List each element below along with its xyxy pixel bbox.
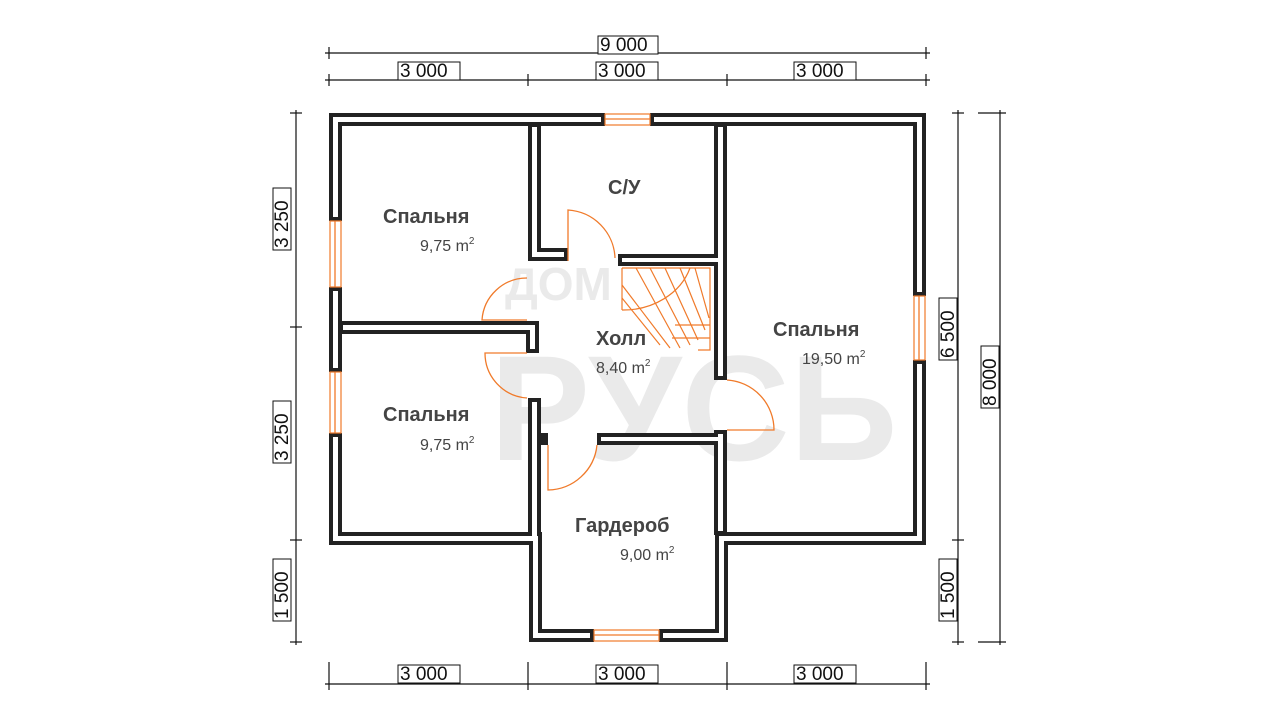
dimension-label: 3 250: [272, 200, 293, 248]
dimension-label: 3 000: [796, 61, 844, 82]
room-bedroom-right: Спальня 19,50 m2: [773, 319, 866, 368]
room-wardrobe: Гардероб 9,00 m2: [575, 515, 675, 564]
room-area: 19,50 m2: [802, 349, 866, 368]
watermark-line2: РУСЬ: [490, 324, 898, 492]
door-bathroom: [567, 209, 616, 261]
room-area: 8,40 m2: [596, 358, 651, 377]
dimension-label: 3 000: [598, 61, 646, 82]
door-bedroom-bottom-left: [484, 352, 528, 399]
room-area: 9,75 m2: [420, 236, 475, 255]
dimension-label: 3 000: [400, 61, 448, 82]
dimension-label: 6 500: [938, 310, 959, 358]
dimension-label: 1 500: [938, 571, 959, 619]
dimension-label: 8 000: [980, 358, 1001, 406]
room-name: Спальня: [773, 319, 859, 341]
doors: [481, 209, 775, 491]
room-name: Спальня: [383, 206, 469, 228]
dimension-bottom-segments: 3 000 3 000 3 000: [325, 662, 930, 690]
room-name: Холл: [596, 328, 646, 350]
dimension-label: 3 250: [272, 413, 293, 461]
room-bathroom: С/У: [608, 177, 641, 199]
room-name: Спальня: [383, 404, 469, 426]
dimension-label: 3 000: [400, 664, 448, 685]
dimension-top-segments: 3 000 3 000 3 000: [325, 61, 930, 86]
windows: [329, 113, 926, 642]
room-hall: Холл 8,40 m2: [596, 328, 651, 377]
dimension-label: 9 000: [600, 35, 648, 56]
watermark: ДОМ РУСЬ: [490, 258, 898, 492]
staircase: [621, 267, 711, 351]
room-name: Гардероб: [575, 515, 670, 537]
dimension-top-total: 9 000: [325, 35, 930, 59]
dimension-label: 1 500: [272, 571, 293, 619]
dimension-label: 3 000: [598, 664, 646, 685]
room-area: 9,75 m2: [420, 435, 475, 454]
watermark-line1: ДОМ: [505, 258, 612, 310]
room-bedroom-bottom-left: Спальня 9,75 m2: [383, 404, 475, 454]
dimension-right-inner: 6 500 1 500: [938, 110, 964, 645]
door-bedroom-right: [726, 379, 775, 431]
room-bedroom-top-left: Спальня 9,75 m2: [383, 206, 475, 255]
dimension-left-segments: 3 250 3 250 1 500: [272, 110, 302, 645]
room-name: С/У: [608, 177, 641, 199]
room-area: 9,00 m2: [620, 545, 675, 564]
dimension-label: 3 000: [796, 664, 844, 685]
door-bedroom-top-left: [481, 277, 528, 321]
walls: [329, 113, 926, 642]
door-wardrobe: [547, 444, 598, 491]
dimension-right-total: 8 000: [978, 110, 1006, 645]
